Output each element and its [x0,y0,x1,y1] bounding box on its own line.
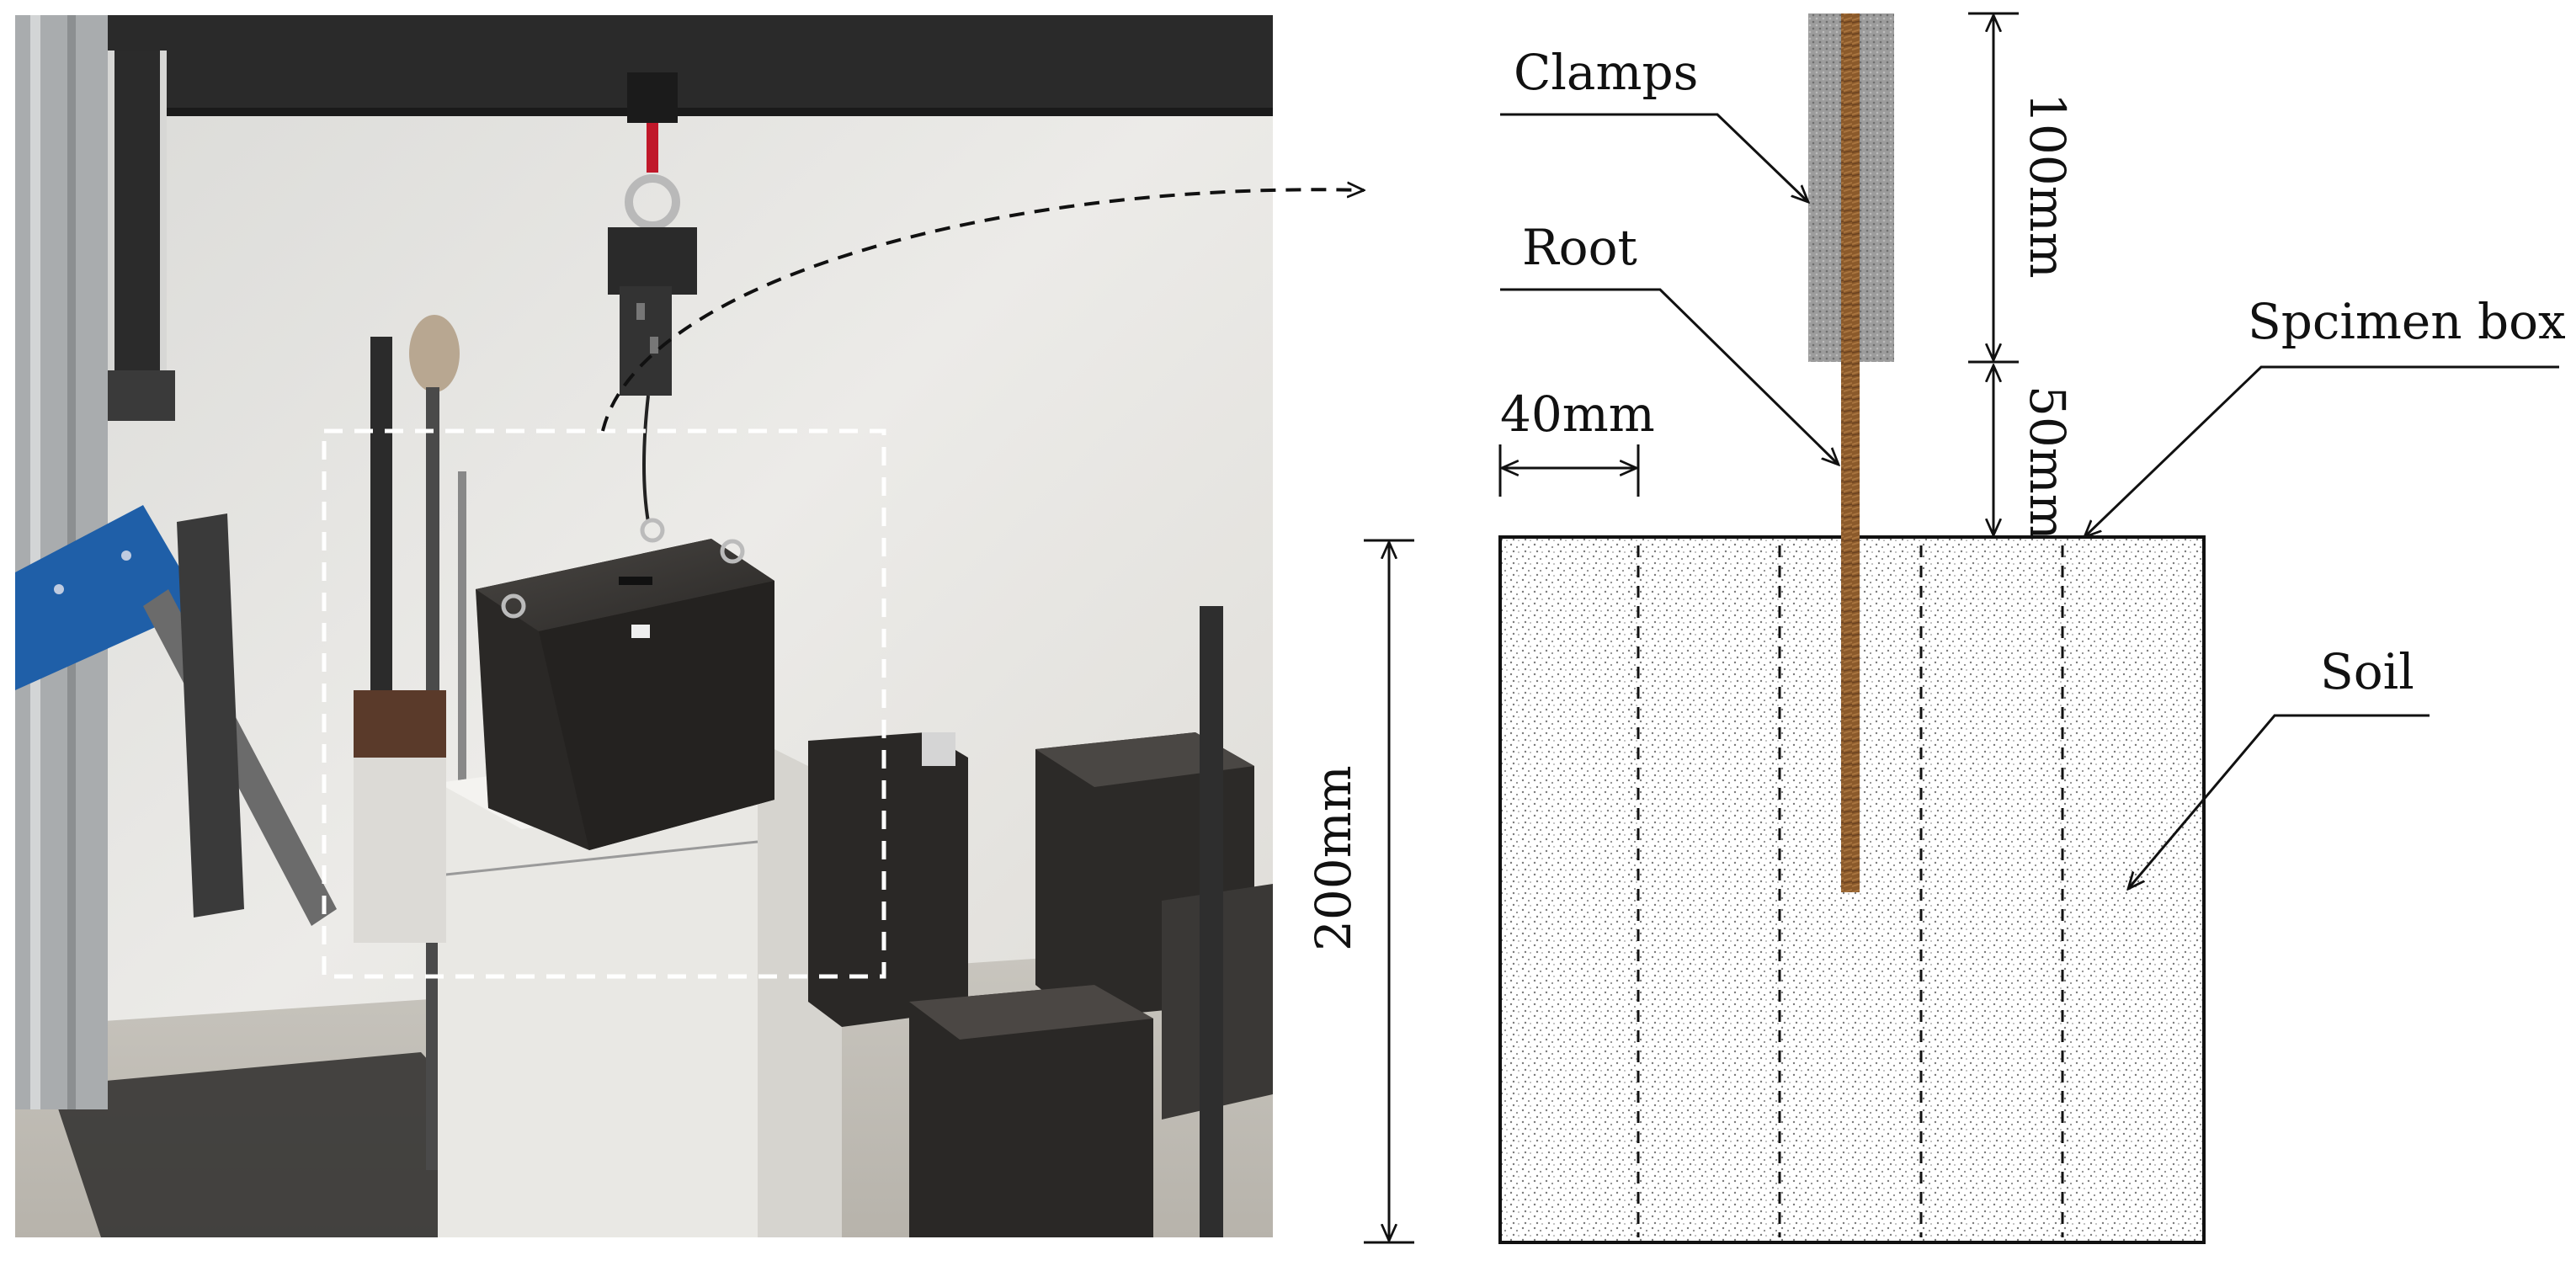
dim-100mm: 100mm [2019,93,2076,279]
label-clamps: Clamps [1514,44,1698,101]
dim-200mm: 200mm [1305,765,1362,951]
test-rig-photo [15,15,1364,1237]
dim-50mm: 50mm [2019,386,2076,540]
dim-40mm: 40mm [1500,386,1655,443]
root-specimen [1841,13,1860,892]
label-soil: Soil [2320,643,2414,700]
column-dividers [1637,545,2064,1237]
label-specimen-box: Spcimen box [2248,293,2566,350]
pullout-test-schematic: 100mm 50mm 40mm 200mm Clamps Root Spcime… [1305,12,2566,1244]
label-root: Root [1522,219,1637,276]
